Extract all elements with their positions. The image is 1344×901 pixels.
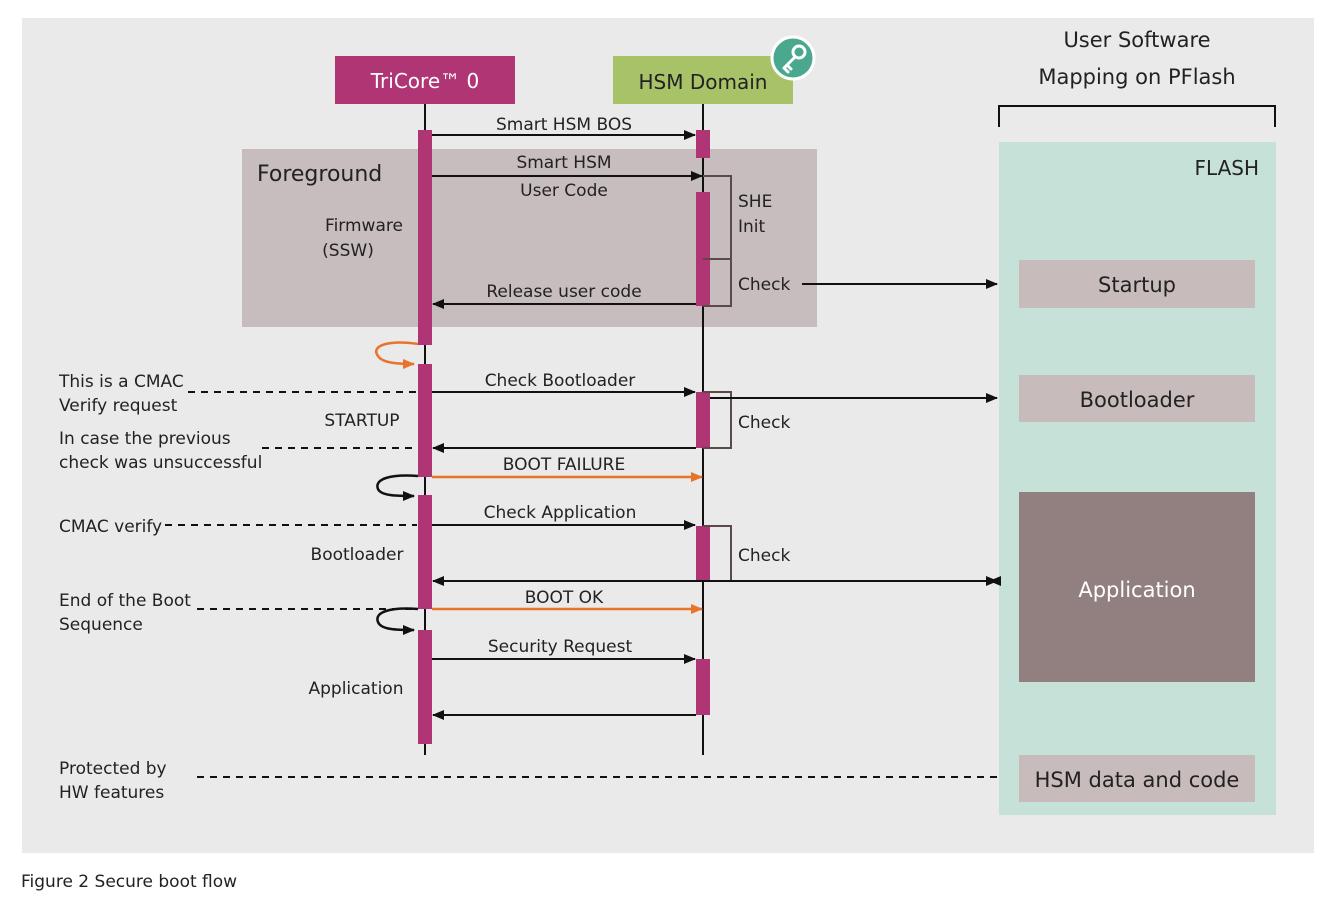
- startup-block-label: Startup: [1098, 273, 1176, 297]
- mapping-title-line1: User Software: [1063, 28, 1210, 52]
- application-block-label: Application: [1078, 578, 1195, 602]
- hsm-activation-user-code: [696, 192, 710, 306]
- msg-check-application: Check Application: [484, 503, 637, 523]
- tricore-label: TriCore™ 0: [370, 69, 479, 93]
- loop-to-startup-arrow: [375, 341, 419, 369]
- mapping-title-line2: Mapping on PFlash: [1038, 65, 1235, 89]
- firmware-label: Firmware: [325, 216, 403, 236]
- tricore-activation-application: [418, 630, 432, 744]
- key-icon: [770, 35, 816, 81]
- foreground-box: [242, 149, 817, 327]
- msg-security-request: Security Request: [488, 637, 633, 657]
- check-label-startup: Check: [738, 275, 790, 295]
- msg-smart-hsm-line1: Smart HSM: [516, 153, 611, 173]
- tricore-header: [335, 56, 515, 104]
- bootloader-block: [1019, 375, 1255, 422]
- flash-label: FLASH: [1194, 156, 1259, 180]
- hsm-label: HSM Domain: [639, 70, 768, 94]
- hsm-activation-bos: [696, 130, 710, 158]
- bootloader-block-label: Bootloader: [1080, 388, 1195, 412]
- flash-region: [999, 142, 1276, 815]
- msg-boot-failure: BOOT FAILURE: [503, 455, 625, 475]
- note-end-of-boot-line2: Sequence: [59, 615, 143, 635]
- foreground-title: Foreground: [257, 162, 382, 187]
- hsm-data-block: [1019, 755, 1255, 802]
- note-unsuccessful-line1: In case the previous: [59, 429, 231, 449]
- hsm-activation-check-bootloader: [696, 392, 710, 448]
- loop-to-bootloader-arrow: [376, 474, 419, 501]
- note-end-of-boot-line1: End of the Boot: [59, 591, 191, 611]
- msg-release-user-code: Release user code: [486, 282, 641, 302]
- hsm-data-block-label: HSM data and code: [1035, 768, 1240, 792]
- check-label-application: Check: [738, 546, 790, 566]
- bootloader-check-box: [703, 391, 732, 449]
- she-init-check-box: [703, 175, 732, 307]
- phase-startup: STARTUP: [324, 411, 399, 431]
- figure-caption: Figure 2 Secure boot flow: [21, 872, 238, 892]
- msg-user-code-line2: User Code: [520, 181, 608, 201]
- note-protected-line2: HW features: [59, 783, 164, 803]
- firmware-ssw-label: (SSW): [322, 241, 374, 261]
- note-cmac-verify: CMAC verify: [59, 517, 162, 537]
- note-cmac-request-line2: Verify request: [59, 396, 178, 416]
- note-protected-line1: Protected by: [59, 759, 167, 779]
- note-unsuccessful-line2: check was unsuccessful: [59, 453, 262, 473]
- application-block: [1019, 492, 1255, 682]
- secure-boot-flow-diagram: Foreground Firmware (SSW) FLASH User Sof…: [22, 18, 1314, 853]
- tricore-activation-firmware: [418, 130, 432, 345]
- phase-application: Application: [309, 679, 404, 699]
- mapping-bracket: [998, 105, 1276, 127]
- init-label: Init: [738, 217, 766, 237]
- she-label: SHE: [738, 192, 772, 212]
- note-cmac-request-line1: This is a CMAC: [58, 372, 184, 392]
- hsm-activation-check-application: [696, 526, 710, 581]
- phase-bootloader: Bootloader: [311, 545, 404, 565]
- msg-boot-ok: BOOT OK: [525, 588, 604, 608]
- msg-smart-hsm-bos: Smart HSM BOS: [496, 115, 632, 135]
- check-label-bootloader: Check: [738, 413, 790, 433]
- tricore-activation-startup: [418, 364, 432, 477]
- hsm-header: [613, 56, 793, 104]
- hsm-activation-security: [696, 659, 710, 715]
- tricore-activation-bootloader: [418, 495, 432, 609]
- msg-check-bootloader: Check Bootloader: [485, 371, 636, 391]
- startup-block: [1019, 260, 1255, 308]
